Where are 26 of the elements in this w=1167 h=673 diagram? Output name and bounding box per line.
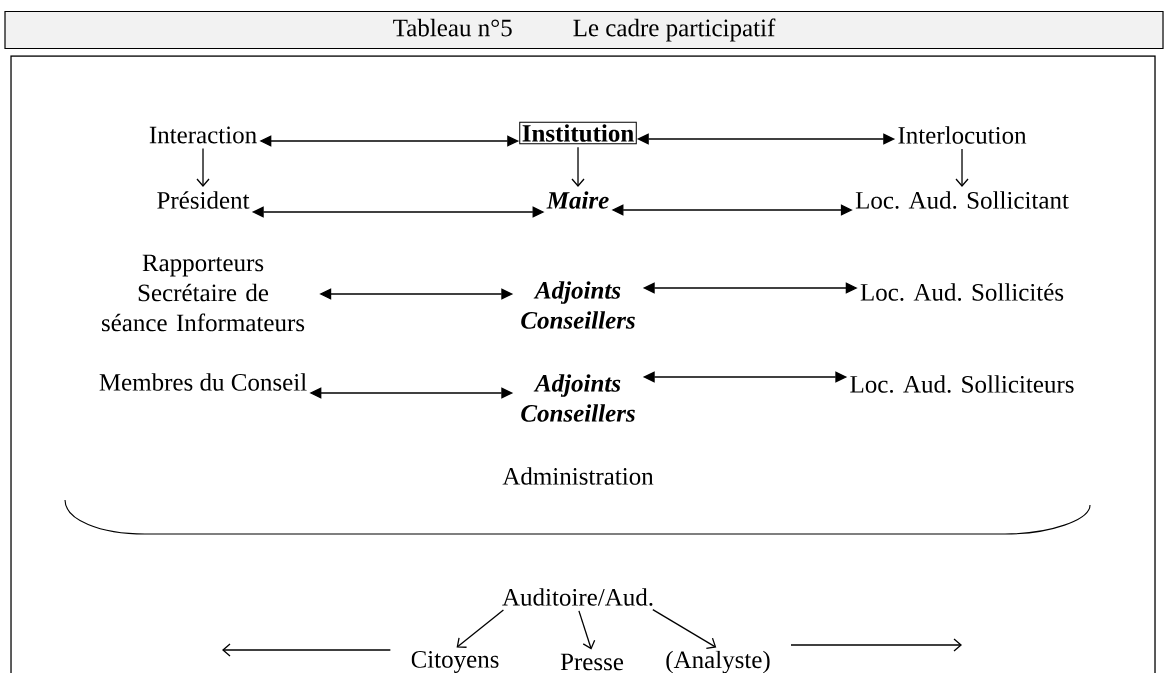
arrow — [196, 147, 210, 187]
role-label: Citoyens — [411, 651, 499, 673]
role-label: (Analyste) — [666, 650, 770, 673]
role-label: Maire — [546, 191, 609, 209]
role-label: Administration — [502, 467, 654, 485]
role-label: Loc. Aud. Sollicitant — [855, 191, 1069, 209]
role-label: Auditoire/Aud. — [502, 588, 653, 606]
framed-label: Institution — [519, 121, 637, 145]
role-label: Loc. Aud. Sollicités — [860, 283, 1064, 301]
arrow — [578, 610, 596, 650]
arrow — [790, 638, 962, 652]
arrow — [456, 609, 505, 648]
role-label: Interaction — [149, 126, 257, 144]
role-label: Président — [157, 191, 250, 209]
role-label: Interlocution — [898, 126, 1027, 144]
title-bar: Tableau n°5 Le cadre participatif — [4, 10, 1164, 50]
arrow — [571, 146, 585, 187]
arrow — [652, 608, 717, 650]
role-label: Rapporteurs Secrétaire de séance Informateurs — [102, 254, 305, 332]
role-label: Presse — [560, 653, 624, 671]
role-label: Adjoints Conseillers — [521, 374, 635, 422]
role-label: Adjoints Conseillers — [521, 281, 635, 329]
arrow — [955, 148, 969, 187]
arrow — [222, 643, 391, 657]
role-label: Membres du Conseil — [99, 373, 307, 391]
role-label: Loc. Aud. Solliciteurs — [850, 375, 1074, 393]
